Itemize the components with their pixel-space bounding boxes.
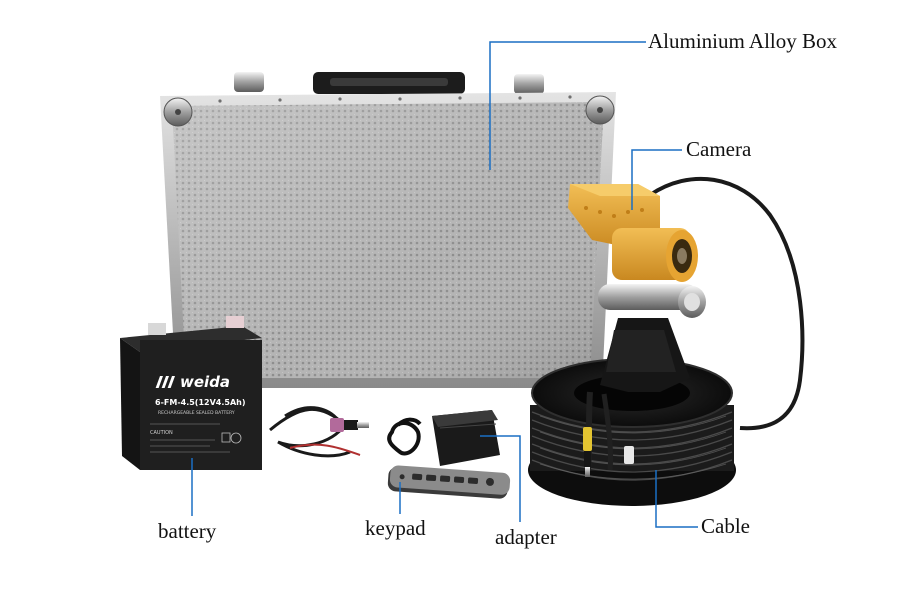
cable-reel — [528, 318, 736, 506]
camera-tether-cable — [648, 176, 805, 431]
label-battery: battery — [158, 519, 217, 543]
aluminium-case — [160, 72, 616, 388]
leader-line-adapter — [480, 435, 521, 522]
leader-line-cable — [655, 470, 698, 528]
leader-line-box — [489, 41, 646, 170]
label-keypad: keypad — [365, 516, 426, 540]
battery-type-label: RECHARGEABLE SEALED BATTERY — [158, 410, 235, 416]
label-camera: Camera — [686, 137, 752, 161]
case-latch-right — [514, 74, 544, 94]
leader-lines — [191, 41, 698, 528]
leader-line-camera — [631, 149, 682, 210]
rca-connector — [583, 427, 592, 451]
power-adapter — [387, 410, 500, 466]
case-latch-left — [234, 72, 264, 92]
battery-body — [140, 340, 262, 470]
underwater-camera — [568, 176, 805, 431]
battery: weida 6-FM-4.5(12V4.5Ah) RECHARGEABLE SE… — [120, 316, 262, 470]
power-lead — [269, 406, 361, 458]
keypad-remote — [387, 465, 511, 499]
label-aluminium-box: Aluminium Alloy Box — [648, 29, 838, 53]
battery-model-label: 6-FM-4.5(12V4.5Ah) — [155, 398, 246, 407]
label-cable: Cable — [701, 514, 750, 538]
battery-brand-label: weida — [180, 373, 230, 391]
lead-connector — [330, 418, 344, 432]
label-adapter: adapter — [495, 525, 557, 549]
battery-caution-label: CAUTION — [150, 430, 173, 436]
